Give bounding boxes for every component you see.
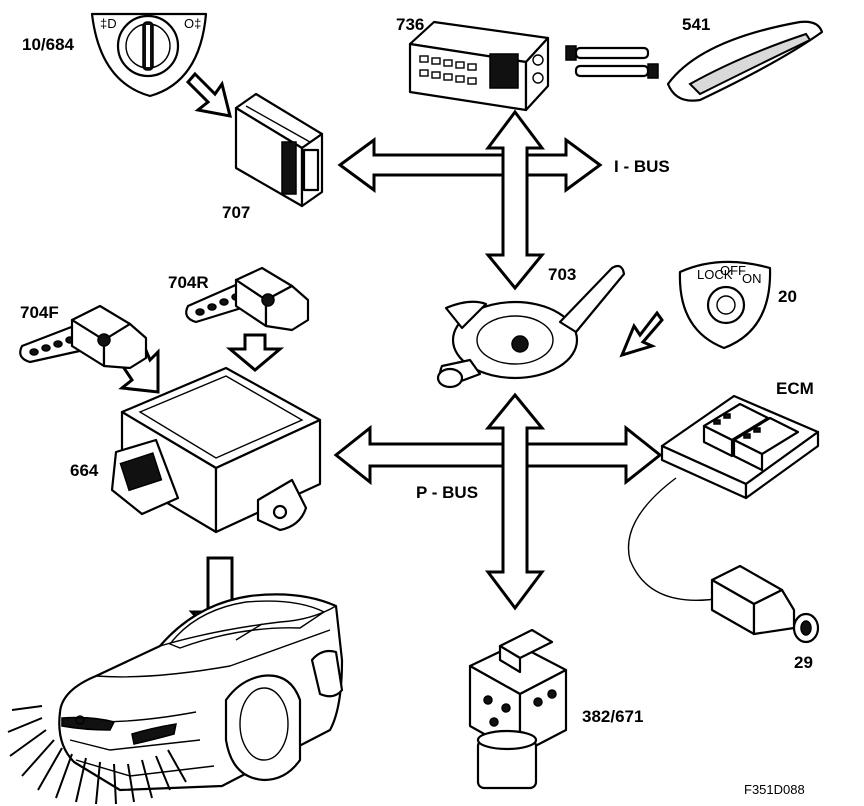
label-pedal-sensor: 29 <box>794 653 813 672</box>
light-switch-mark-right: O‡ <box>184 16 201 31</box>
pbus-left-arrow <box>333 424 505 486</box>
sensor-rear-part <box>185 266 310 332</box>
car-illustration <box>58 593 344 792</box>
infotainment-buttons <box>419 54 544 85</box>
label-abs-unit: 382/671 <box>582 707 643 726</box>
label-airbag-module: 664 <box>70 461 99 480</box>
label-display: 541 <box>682 15 710 34</box>
infotainment-part <box>408 20 550 112</box>
label-pbus: P - BUS <box>416 483 478 502</box>
ecm-part <box>660 394 820 500</box>
label-steering-module: 703 <box>548 265 576 284</box>
arrow-ignition-to-703 <box>619 310 664 358</box>
ignition-mark-off: OFF <box>720 263 746 278</box>
pedal-sensor-part <box>710 564 820 644</box>
pbus-vertical-arrow <box>484 392 546 611</box>
display-part <box>666 20 824 102</box>
ibus-vertical-arrow <box>484 109 546 291</box>
label-sensor-rear: 704R <box>168 273 209 292</box>
steering-module-part <box>436 264 626 389</box>
pbus-right-arrow <box>525 424 663 486</box>
ignition-part: LOCK OFF ON <box>678 260 772 350</box>
light-module-part <box>234 92 324 208</box>
car-sensor-rays <box>7 705 187 805</box>
ignition-mark-lock: LOCK <box>697 267 733 282</box>
figure-code: F351D088 <box>744 782 805 797</box>
airbag-module-part <box>110 366 322 534</box>
ignition-mark-on: ON <box>742 271 762 286</box>
label-sensor-front: 704F <box>20 303 59 322</box>
label-light-module: 707 <box>222 203 250 222</box>
light-switch-part: ‡D O‡ <box>90 12 208 98</box>
sensor-front-part <box>19 304 148 370</box>
label-ignition: 20 <box>778 287 797 306</box>
label-infotainment: 736 <box>396 15 424 34</box>
light-switch-mark-left: ‡D <box>100 16 117 31</box>
display-connector <box>565 45 659 79</box>
ecm-cable <box>627 477 723 602</box>
ibus-horizontal-arrow <box>337 137 505 193</box>
arrow-704r-to-664 <box>225 333 285 372</box>
arrow-switch-to-module <box>185 71 233 118</box>
ibus-right-arrow <box>525 137 603 193</box>
pbus-arrows <box>333 392 663 611</box>
label-ibus: I - BUS <box>614 157 670 176</box>
abs-unit-part <box>468 628 568 790</box>
ibus-arrows <box>337 109 603 291</box>
label-light-switch: 10/684 <box>22 35 75 54</box>
label-ecm: ECM <box>776 379 814 398</box>
